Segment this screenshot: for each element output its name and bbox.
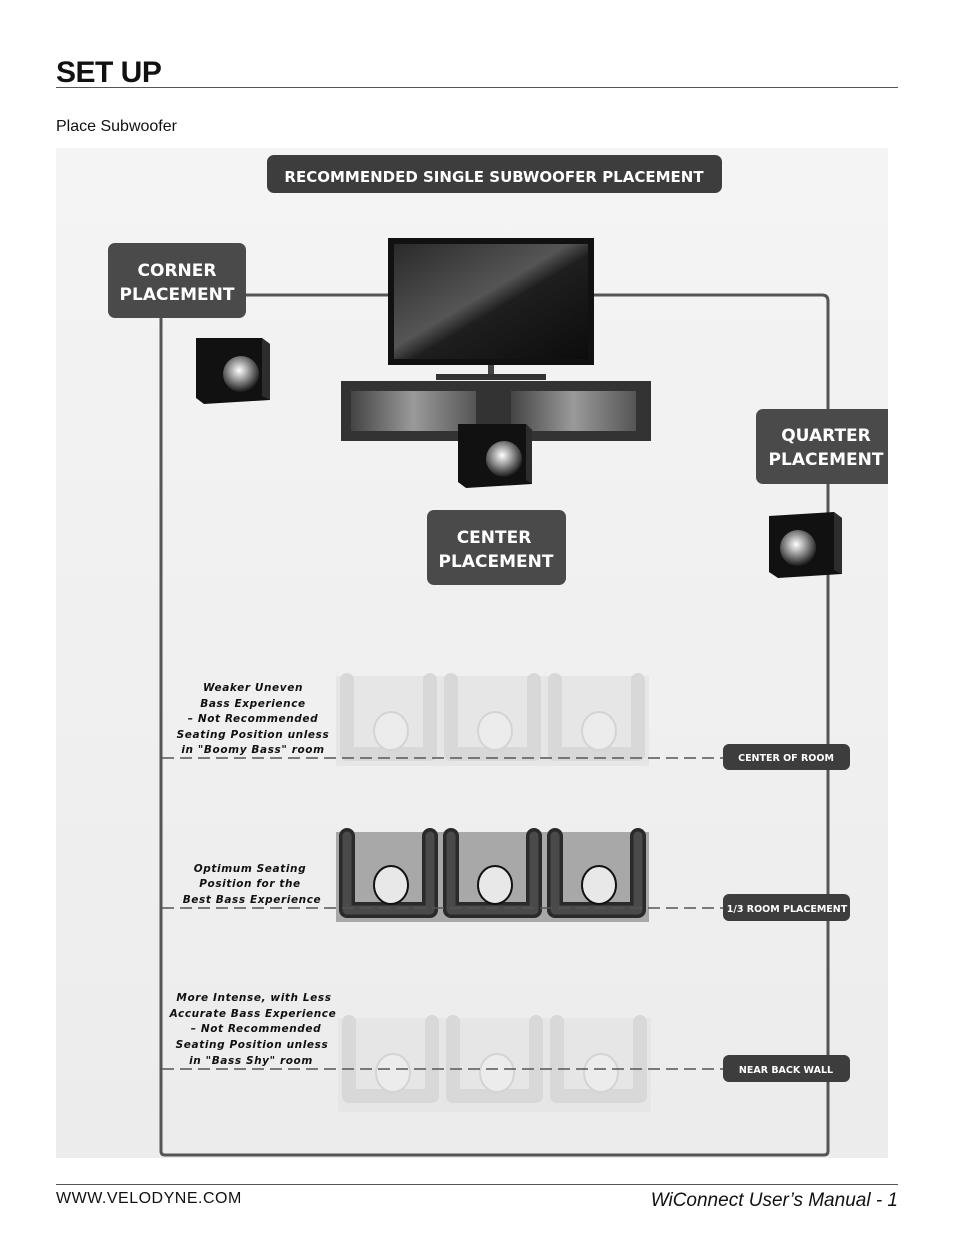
svg-text:– Not Recommended: – Not Recommended (188, 713, 319, 725)
corner-label-line1: CORNER (138, 261, 217, 281)
center-placement-label (427, 510, 566, 585)
svg-text:Seating Position unless: Seating Position unless (176, 1039, 329, 1051)
near-back-wall-tag-text: NEAR BACK WALL (739, 1065, 833, 1076)
svg-text:Position for the: Position for the (199, 878, 301, 890)
center-of-room-tag (723, 744, 850, 770)
svg-text:Accurate Bass Experience: Accurate Bass Experience (169, 1008, 337, 1020)
corner-label-line2: PLACEMENT (120, 285, 235, 305)
banner-text: RECOMMENDED SINGLE SUBWOOFER PLACEMENT (284, 168, 704, 186)
corner-subwoofer-icon (196, 338, 270, 404)
svg-text:More Intense, with Less: More Intense, with Less (176, 992, 331, 1004)
svg-text:in "Bass Shy" room: in "Bass Shy" room (189, 1055, 313, 1067)
quarter-subwoofer-icon (769, 512, 842, 578)
title-divider (56, 87, 898, 88)
center-of-room-note: Weaker Uneven Bass Experience – Not Reco… (177, 682, 330, 756)
tv-icon (388, 238, 594, 380)
svg-text:Best Bass Experience: Best Bass Experience (183, 894, 322, 906)
one-third-room-note: Optimum Seating Position for the Best Ba… (183, 863, 322, 906)
svg-text:– Not Recommended: – Not Recommended (191, 1023, 322, 1035)
section-heading: Place Subwoofer (56, 118, 177, 135)
one-third-room-tag (723, 894, 850, 921)
svg-text:Optimum Seating: Optimum Seating (194, 863, 306, 875)
subwoofer-placement-diagram: RECOMMENDED SINGLE SUBWOOFER PLACEMENT C… (56, 148, 888, 1158)
room-outline (159, 293, 830, 1157)
footer-divider (56, 1184, 898, 1185)
tv-stand-icon (341, 381, 651, 441)
footer-manual-page: WiConnect User’s Manual - 1 (650, 1190, 898, 1211)
svg-text:Bass Experience: Bass Experience (200, 698, 306, 710)
seat-row-near-back-wall (338, 1015, 651, 1112)
banner-box (267, 155, 722, 193)
footer-website: WWW.VELODYNE.COM (56, 1190, 242, 1207)
center-subwoofer-icon (458, 424, 532, 488)
quarter-label-line2: PLACEMENT (769, 450, 884, 470)
seat-row-center-of-room (336, 673, 649, 766)
center-label-line2: PLACEMENT (439, 552, 554, 572)
near-back-wall-note: More Intense, with Less Accurate Bass Ex… (169, 992, 337, 1067)
page-title: SET UP (56, 56, 162, 89)
svg-text:Weaker Uneven: Weaker Uneven (203, 682, 303, 694)
quarter-placement-label (756, 409, 888, 484)
svg-text:in "Boomy Bass" room: in "Boomy Bass" room (181, 744, 324, 756)
corner-placement-label (108, 243, 246, 318)
quarter-label-line1: QUARTER (781, 426, 871, 446)
near-back-wall-tag (723, 1055, 850, 1082)
center-of-room-tag-text: CENTER OF ROOM (738, 753, 834, 764)
center-label-line1: CENTER (457, 528, 532, 548)
svg-text:Seating Position unless: Seating Position unless (177, 729, 330, 741)
one-third-room-tag-text: 1/3 ROOM PLACEMENT (727, 904, 848, 915)
seat-row-one-third-room (336, 828, 649, 922)
